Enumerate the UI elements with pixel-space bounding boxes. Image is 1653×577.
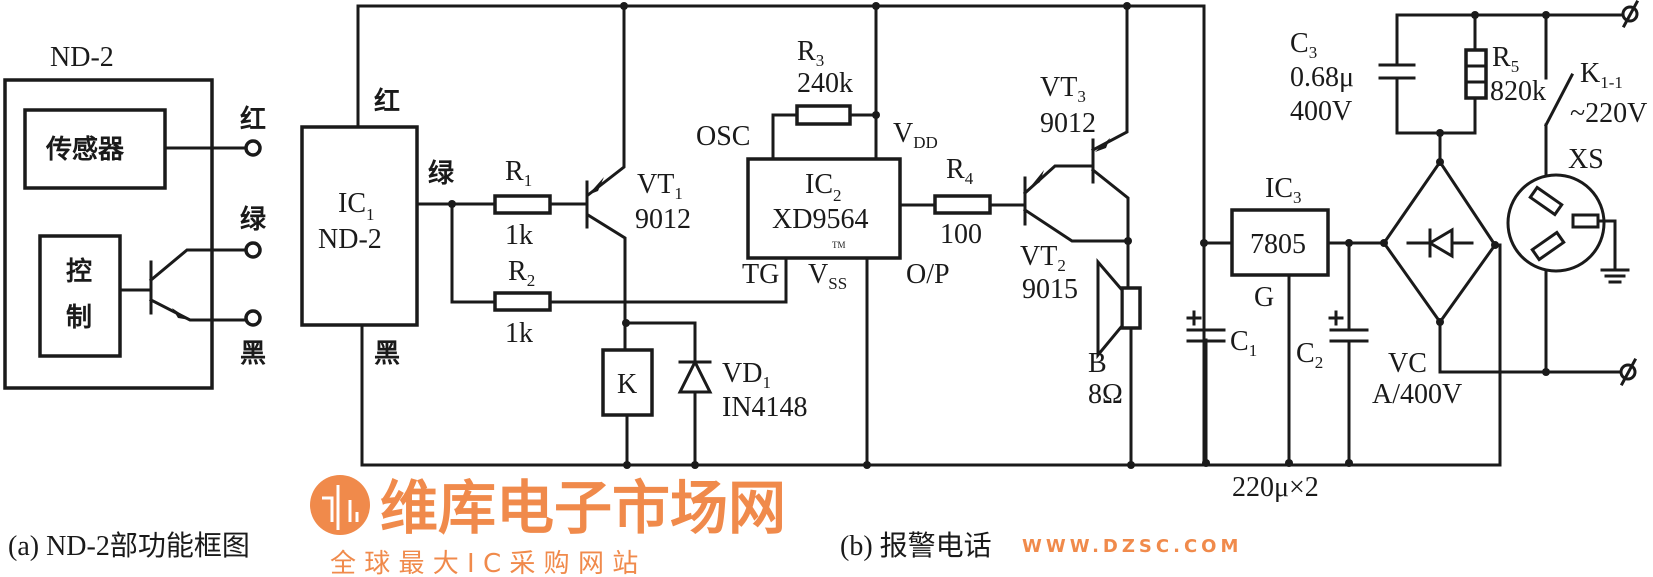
vt2-model: 9015 [1022, 274, 1078, 305]
ic1-model: ND-2 [318, 224, 382, 255]
terminal-green [244, 241, 262, 259]
relay-label: K [617, 369, 637, 400]
r3-label: R3 [797, 36, 824, 70]
c3-voltage: 400V [1290, 96, 1352, 127]
socket-label: XS [1568, 144, 1604, 175]
r5-value: 820k [1490, 76, 1546, 107]
sensor-label: 传感器 [45, 135, 125, 165]
transistor-vt3: VT3 9012 [1040, 72, 1110, 152]
wire-label-red: 红 [374, 86, 400, 117]
ic1-nd2: IC1 ND-2 红 绿 黑 [300, 86, 455, 369]
resistor-r4: R4 100 [933, 154, 992, 250]
ic3-model: 7805 [1250, 229, 1306, 260]
terminal-black [244, 309, 262, 327]
bridge-rectifier-vc: VC A/400V [1372, 227, 1474, 410]
speaker-label: B [1088, 348, 1107, 379]
r2-value: 1k [505, 318, 533, 349]
c1-label: C1 [1230, 326, 1257, 360]
pin-osc: OSC [696, 121, 750, 152]
vd1-model: IN4148 [722, 392, 808, 423]
relay-k: K [601, 348, 654, 417]
wire-label-green: 绿 [428, 159, 455, 189]
regulator-ic3: 7805 IC3 G [1230, 173, 1330, 313]
watermark-url: WWW.DZSC.COM [1022, 536, 1242, 557]
nd2-title: ND-2 [50, 42, 114, 73]
vt3-model: 9012 [1040, 108, 1096, 139]
switch-label: K1-1 [1580, 58, 1623, 92]
vt1-model: 9012 [635, 204, 691, 235]
bridge-rating: A/400V [1372, 379, 1462, 410]
vt3-label: VT3 [1040, 72, 1086, 106]
watermark-slogan: 全 球 最 大 I C 采 购 网 站 [330, 549, 638, 577]
ic2-xd9564: IC2 XD9564 TM OSC VDD TG VSS O/P [696, 118, 950, 293]
pin-vdd: VDD [893, 118, 938, 152]
terminal-label-black: 黑 [240, 339, 266, 369]
bridge-label: VC [1388, 348, 1427, 379]
caption-a: (a) ND-2部功能框图 [8, 530, 250, 562]
nd2-block-diagram: ND-2 传感器 控 制 红 绿 黑 (a) ND-2部功能框图 [3, 42, 267, 562]
vt2-label: VT2 [1020, 241, 1066, 275]
switch-k1-1: K1-1 ~220V [1543, 58, 1647, 129]
terminal-red [244, 139, 262, 157]
watermark: 维库电子市场网 WWW.DZSC.COM 全 球 最 大 I C 采 购 网 站 [310, 474, 1242, 577]
mains-terminals [1619, 0, 1640, 387]
watermark-brand: 维库电子市场网 [380, 474, 786, 542]
vt3-arrow-icon [1095, 138, 1110, 152]
vd1-label: VD1 [722, 358, 771, 392]
pin-tg: TG [742, 259, 779, 290]
pin-vss: VSS [808, 259, 847, 293]
transistor-vt2: VT2 9015 [1020, 170, 1078, 305]
r4-label: R4 [946, 154, 974, 188]
terminal-label-green: 绿 [240, 205, 267, 235]
ground-icon [1596, 219, 1630, 284]
resistor-r5: R5 820k [1464, 42, 1546, 107]
control-label-1: 控 [66, 257, 92, 287]
r3-value: 240k [797, 68, 853, 99]
pin-op: O/P [906, 259, 950, 290]
capacitor-c2: C2 [1296, 310, 1369, 372]
sensor-block [23, 108, 167, 190]
vt1-label: VT1 [637, 169, 683, 203]
resistor-r3: R3 240k [795, 36, 853, 126]
speaker-value: 8Ω [1088, 379, 1123, 410]
terminal-label-red: 红 [240, 104, 266, 135]
c3-label: C3 [1290, 28, 1317, 62]
vt1-arrow-icon [588, 177, 604, 195]
ic1-label: IC1 [338, 188, 375, 224]
resistor-r1: R1 1k [493, 156, 552, 251]
transistor-arrow-icon [172, 308, 190, 320]
watermark-logo-icon [310, 475, 370, 535]
r4-value: 100 [940, 219, 982, 250]
resistor-r2: R2 1k [493, 256, 552, 349]
capacitor-c3: C3 0.68μ 400V [1290, 28, 1416, 127]
diode-vd1: VD1 IN4148 [677, 358, 808, 423]
diode-icon [677, 358, 713, 394]
vt2-arrow-icon [1027, 170, 1044, 191]
ic3-label: IC3 [1265, 173, 1302, 207]
c1-c2-value: 220μ×2 [1232, 472, 1319, 503]
r2-label: R2 [508, 256, 535, 290]
ic2-model: XD9564 [772, 204, 868, 235]
switch-voltage: ~220V [1570, 98, 1647, 129]
caption-b: (b) 报警电话 [840, 530, 992, 562]
transistor-vt1: VT1 9012 [588, 169, 691, 235]
wire-label-black: 黑 [374, 339, 400, 369]
capacitor-c1: C1 [1186, 310, 1257, 360]
control-block [38, 234, 122, 358]
r1-label: R1 [505, 156, 532, 190]
c2-label: C2 [1296, 338, 1323, 372]
ic2-label: IC2 [805, 169, 842, 205]
junction-dots [448, 2, 1550, 469]
speaker-b: B 8Ω [1088, 257, 1142, 410]
bridge-diode-icon [1427, 227, 1454, 259]
r1-value: 1k [505, 220, 533, 251]
control-label-2: 制 [66, 303, 92, 333]
r5-label: R5 [1492, 42, 1519, 76]
socket-xs: XS [1506, 144, 1630, 284]
ic3-pin-g: G [1254, 282, 1274, 313]
c3-value: 0.68μ [1290, 62, 1354, 93]
ic2-tm: TM [832, 240, 846, 250]
speaker-icon [1096, 257, 1124, 360]
wires [356, 4, 1630, 467]
